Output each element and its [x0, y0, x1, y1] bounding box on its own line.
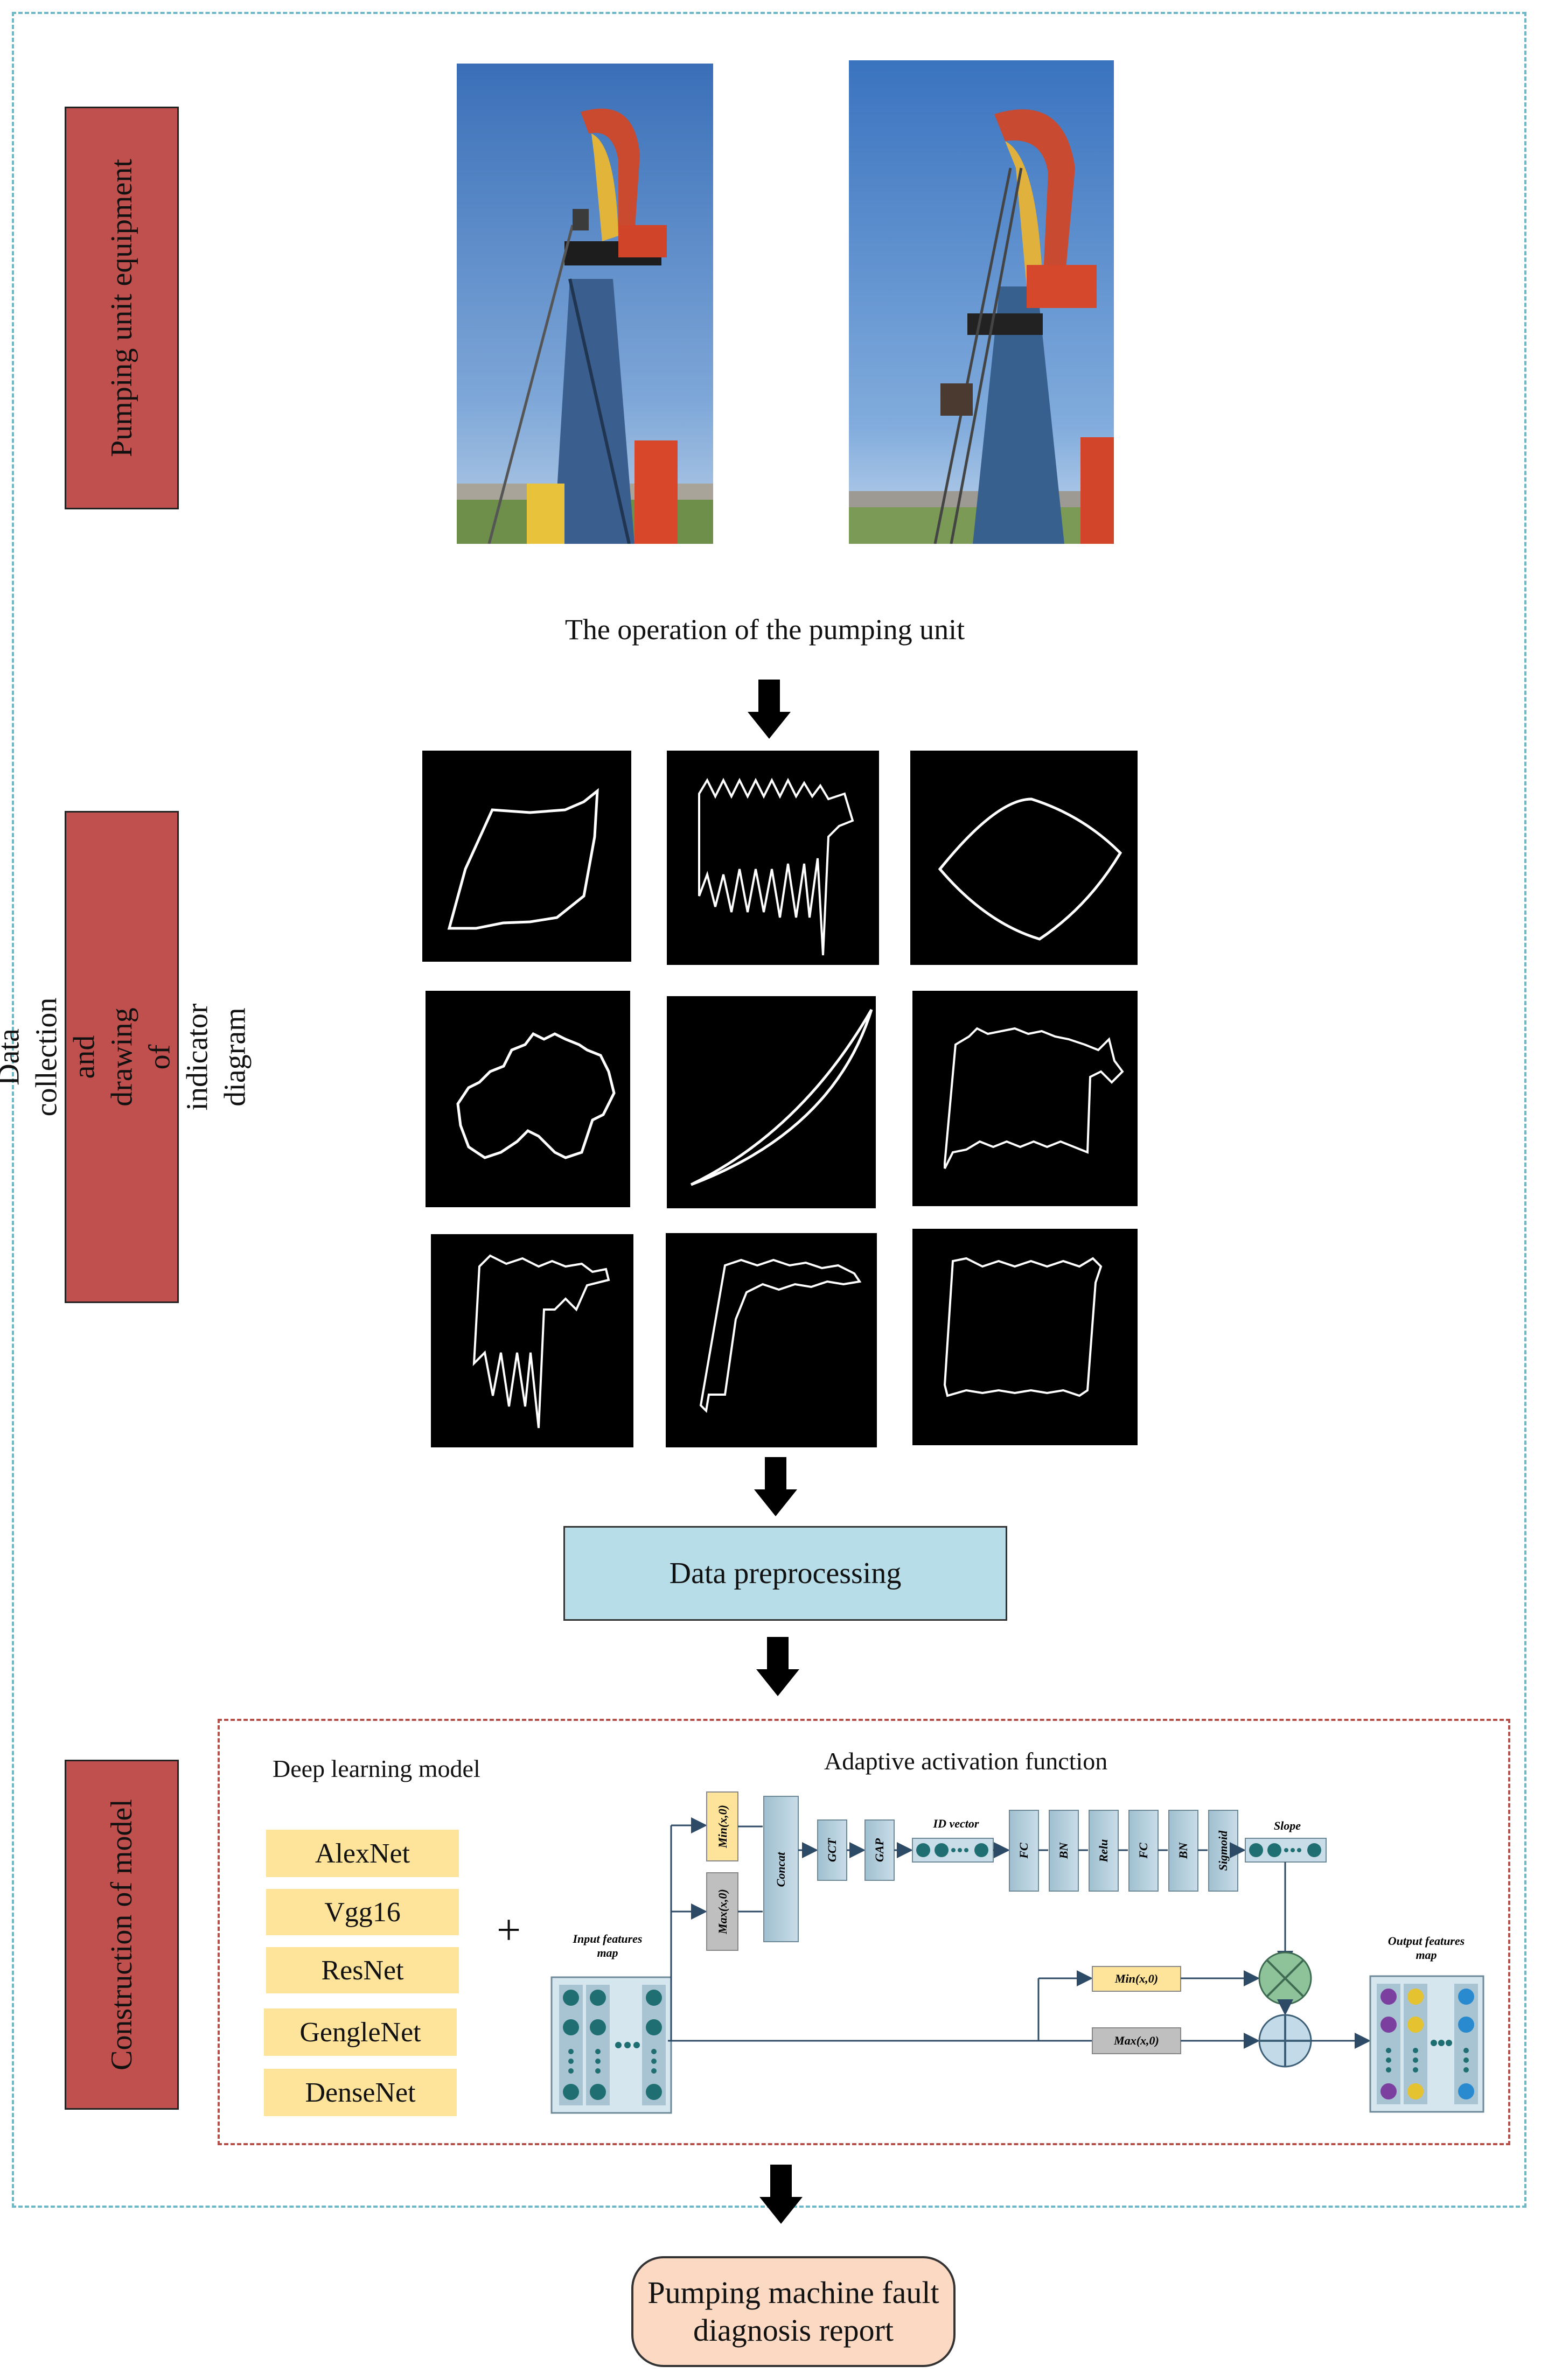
plus-sign: + — [497, 1907, 521, 1954]
indicator-diagram-3 — [910, 751, 1138, 965]
aaf-max-bottom: Max(x,0) — [1113, 2034, 1159, 2047]
flow-arrow-1 — [748, 680, 791, 739]
model-resnet: ResNet — [266, 1947, 459, 1993]
stage-equipment: Pumping unit equipment — [65, 107, 179, 509]
stage-data-collection-label: Data collection and drawing of indicator… — [0, 997, 252, 1117]
indicator-diagram-8 — [666, 1233, 877, 1447]
stage-equipment-label: Pumping unit equipment — [105, 159, 139, 457]
report-line-2: diagnosis report — [693, 2313, 894, 2348]
aaf-fc-2: FC — [1136, 1843, 1150, 1859]
aaf-output-label-2: map — [1416, 1948, 1437, 1962]
aaf-id-vector: ID vector — [933, 1817, 979, 1830]
indicator-diagram-6 — [912, 991, 1138, 1206]
indicator-diagram-7 — [431, 1234, 633, 1447]
aaf-max-top: Max(x,0) — [716, 1889, 729, 1935]
indicator-diagram-1 — [422, 751, 631, 962]
aaf-sigmoid: Sigmoid — [1216, 1830, 1230, 1871]
aaf-slope: Slope — [1274, 1819, 1301, 1832]
data-preprocessing-box: Data preprocessing — [563, 1526, 1007, 1621]
model-alexnet: AlexNet — [266, 1830, 459, 1877]
flow-arrow-3 — [756, 1637, 799, 1696]
adaptive-activation-heading: Adaptive activation function — [824, 1747, 1108, 1775]
flow-arrow-2 — [754, 1457, 797, 1516]
aaf-output-label-1: Output features — [1388, 1934, 1465, 1948]
photo-caption: The operation of the pumping unit — [564, 613, 965, 646]
flow-arrow-4 — [759, 2165, 803, 2224]
aaf-min-bottom: Min(x,0) — [1114, 1972, 1158, 1985]
stage-data-collection: Data collection and drawing of indicator… — [0, 811, 252, 1303]
aaf-bn-2: BN — [1176, 1842, 1190, 1860]
aaf-input-label-1: Input features — [573, 1932, 643, 1945]
aaf-gap: GAP — [873, 1838, 886, 1862]
model-genglenet: GengleNet — [264, 2008, 457, 2056]
aaf-min-top: Min(x,0) — [716, 1805, 729, 1849]
fault-diagnosis-report: Pumping machine fault diagnosis report — [631, 2256, 956, 2367]
aaf-concat: Concat — [774, 1852, 787, 1887]
pumping-unit-photo-2 — [849, 60, 1114, 544]
aaf-gct: GCT — [825, 1837, 839, 1862]
deep-learning-heading: Deep learning model — [273, 1755, 480, 1782]
stage-model-label: Construction of model — [105, 1799, 139, 2070]
model-vgg16: Vgg16 — [266, 1889, 459, 1935]
indicator-diagram-2 — [667, 751, 879, 965]
aaf-diagram: Input features map Min(x,0) Max(x,0) Con… — [550, 1791, 1484, 2114]
aaf-input-label-2: map — [597, 1946, 618, 1959]
indicator-diagram-9 — [912, 1229, 1138, 1445]
model-densenet: DenseNet — [264, 2069, 457, 2116]
stage-model: Construction of model — [65, 1760, 179, 2110]
indicator-diagram-4 — [426, 991, 630, 1207]
aaf-bn-1: BN — [1057, 1842, 1070, 1860]
aaf-fc-1: FC — [1017, 1843, 1030, 1859]
aaf-relu: Relu — [1097, 1839, 1110, 1863]
pumping-unit-photo-1 — [457, 64, 713, 544]
indicator-diagram-5 — [667, 996, 876, 1208]
model-section — [218, 1719, 1510, 2145]
data-preprocessing-label: Data preprocessing — [669, 1557, 902, 1590]
report-line-1: Pumping machine fault — [647, 2275, 939, 2311]
